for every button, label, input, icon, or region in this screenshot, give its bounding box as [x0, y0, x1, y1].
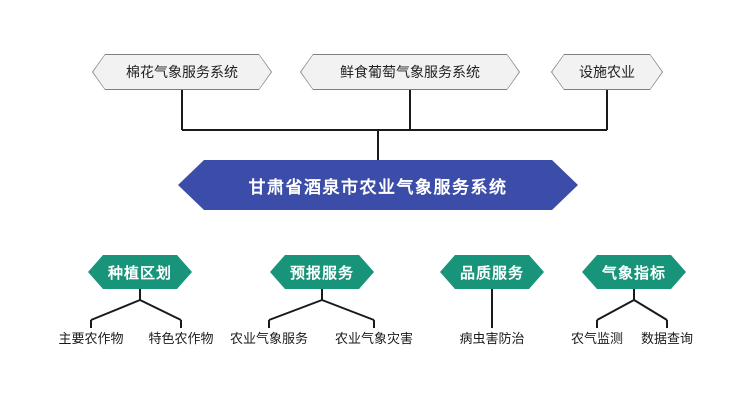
connector-branch-2: [268, 289, 375, 328]
connector-branch-1: [90, 289, 182, 328]
leaf-special-crops: 特色农作物: [148, 331, 214, 346]
node-weather-indicators: 气象指标: [582, 255, 686, 289]
node-facility-agriculture-inner: 设施农业: [552, 55, 662, 89]
node-forecast-service: 预报服务: [270, 255, 374, 289]
node-cotton-weather-system: 棉花气象服务系统: [92, 54, 272, 90]
branch-label: 品质服务: [459, 264, 524, 282]
root-label: 甘肃省酒泉市农业气象服务系统: [248, 177, 508, 197]
node-facility-agriculture: 设施农业: [551, 54, 663, 90]
node-grape-weather-system: 鲜食葡萄气象服务系统: [300, 54, 520, 90]
node-planting-zoning: 种植区划: [88, 255, 192, 289]
top-connectors: [181, 90, 608, 160]
node-quality-service: 品质服务: [440, 255, 544, 289]
leaf-agri-weather-service: 农业气象服务: [229, 331, 308, 346]
connector-branch-4: [596, 289, 668, 328]
node-label: 棉花气象服务系统: [126, 64, 238, 80]
node-label: 鲜食葡萄气象服务系统: [340, 64, 480, 80]
leaf-pest-control: 病虫害防治: [459, 331, 525, 346]
branch-connectors: [90, 289, 668, 328]
branch-label: 种植区划: [107, 264, 172, 282]
node-root-system-title: 甘肃省酒泉市农业气象服务系统: [178, 160, 578, 210]
branch-label: 气象指标: [601, 264, 666, 282]
branch-label: 预报服务: [289, 264, 354, 282]
leaf-agro-monitoring: 农气监测: [570, 331, 623, 346]
node-label: 设施农业: [579, 64, 635, 80]
leaf-main-crops: 主要农作物: [58, 331, 124, 346]
node-grape-weather-system-inner: 鲜食葡萄气象服务系统: [301, 55, 519, 89]
leaf-agri-weather-disaster: 农业气象灾害: [334, 331, 413, 346]
node-cotton-weather-system-inner: 棉花气象服务系统: [93, 55, 271, 89]
leaf-data-query: 数据查询: [640, 331, 693, 346]
